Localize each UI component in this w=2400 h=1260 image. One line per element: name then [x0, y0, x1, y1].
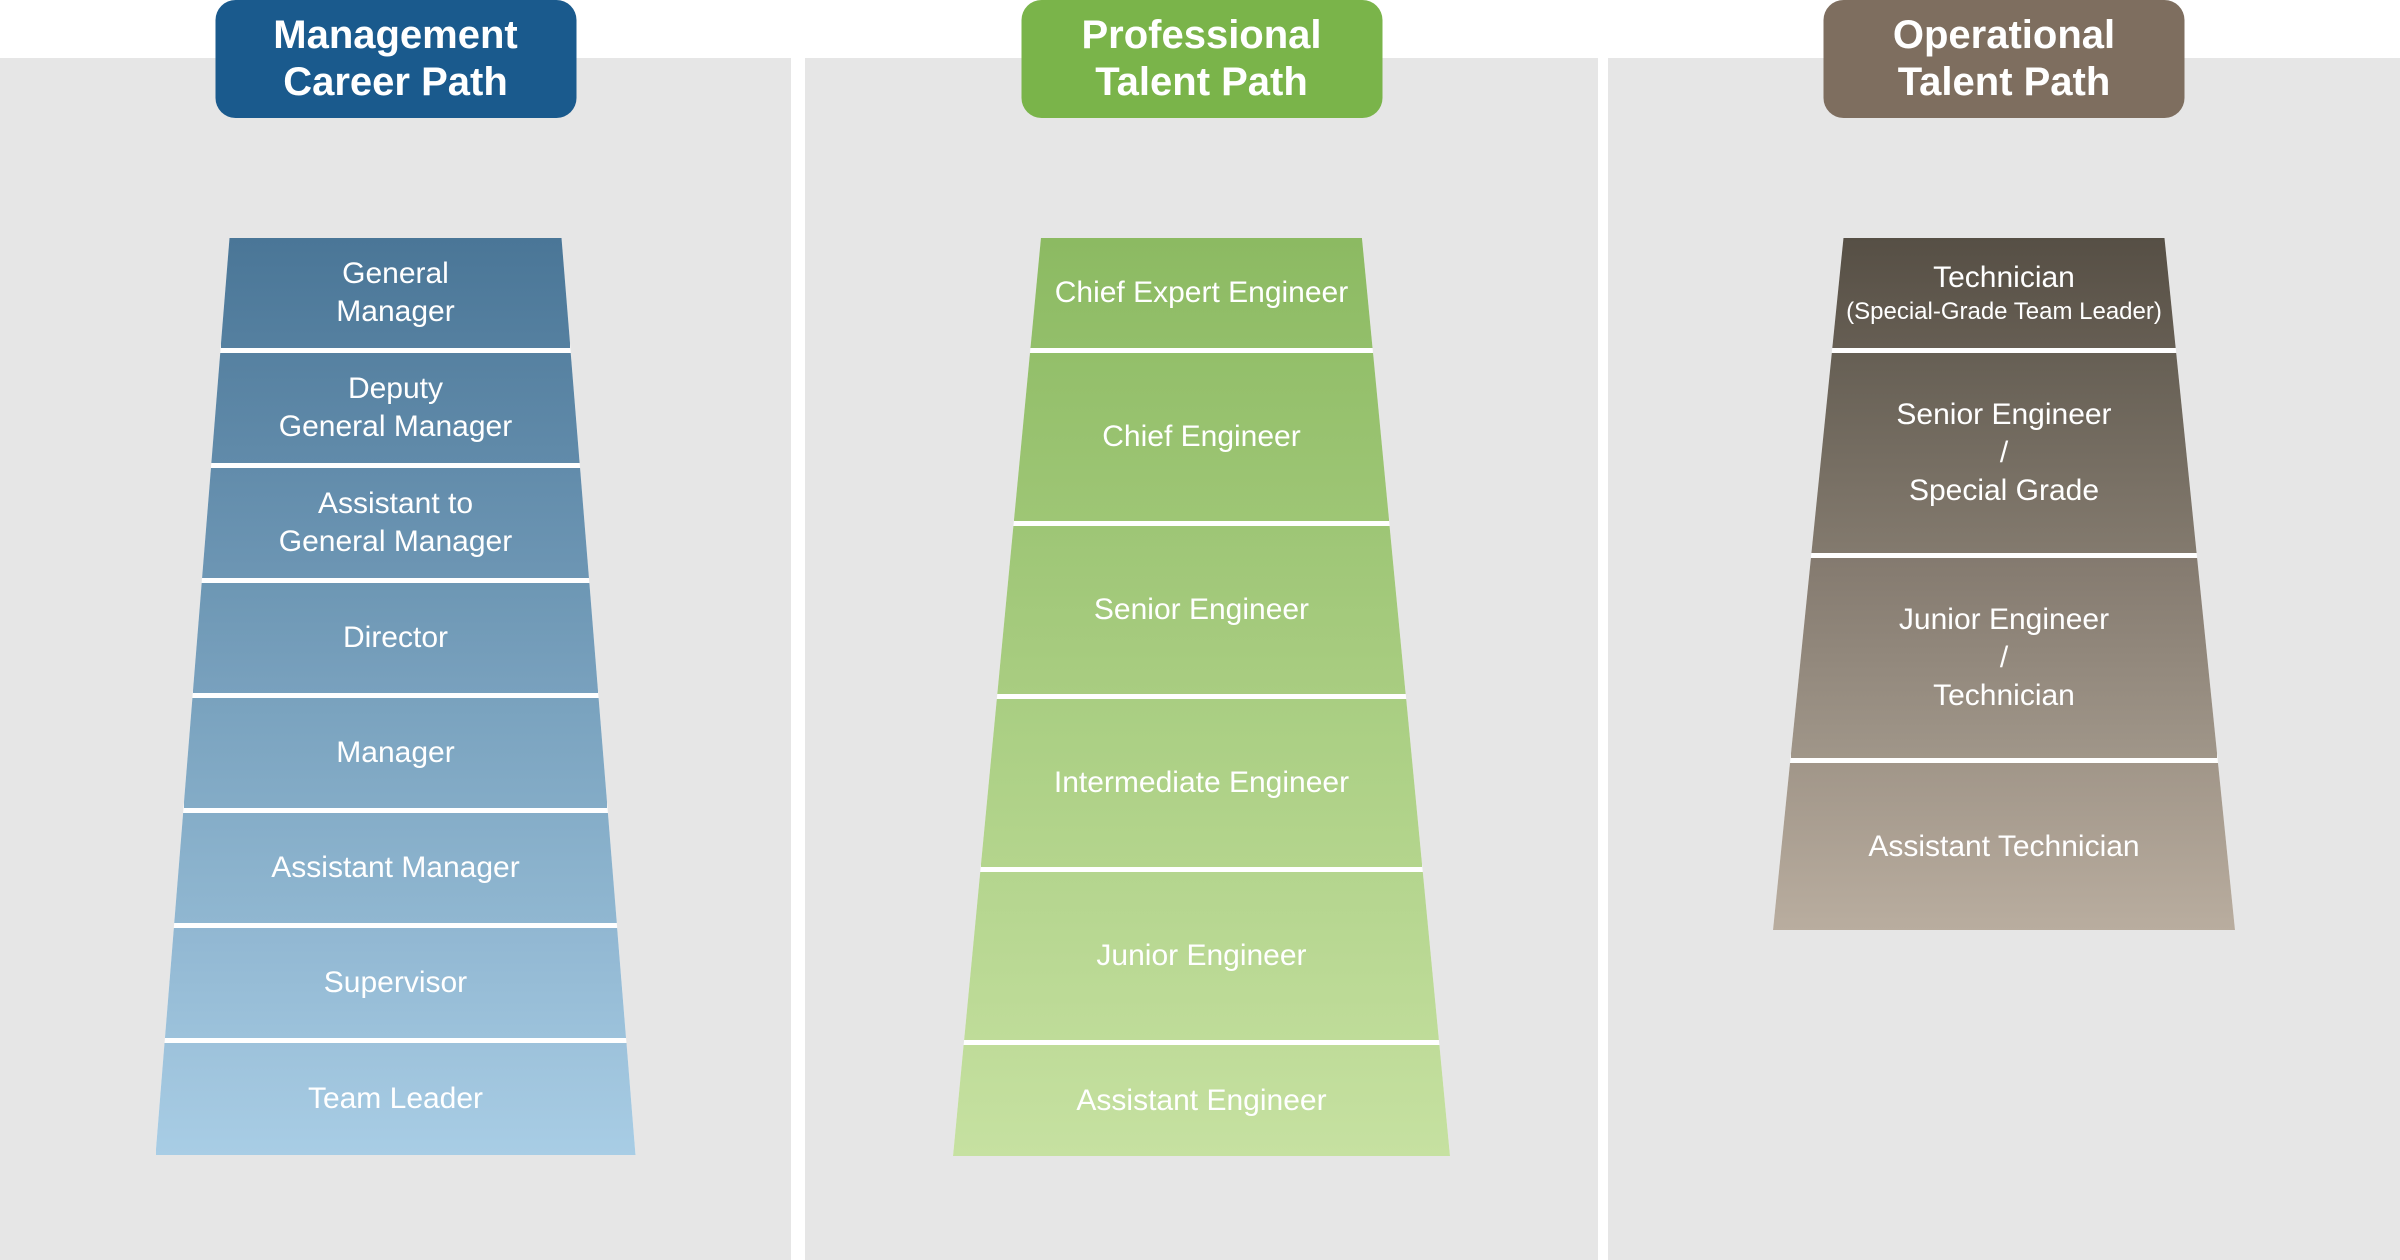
level-chief-engineer: Chief Engineer — [1013, 353, 1390, 521]
level-chief-expert-engineer: Chief Expert Engineer — [1030, 238, 1373, 348]
header-title-line: Talent Path — [1095, 60, 1308, 104]
level-label-line: Senior Engineer — [1896, 398, 2112, 431]
level-assistant-engineer: Assistant Engineer — [953, 1045, 1450, 1156]
level-manager: Manager — [183, 698, 608, 808]
level-junior-engineer-technician: Junior Engineer / Technician — [1790, 558, 2218, 758]
level-label-line: Assistant Manager — [271, 851, 520, 884]
level-label-line: General Manager — [278, 525, 513, 558]
header-title-line: Talent Path — [1897, 60, 2111, 104]
level-assistant-to-general-manager: Assistant to General Manager — [202, 468, 589, 578]
level-label-line: Supervisor — [323, 966, 468, 999]
level-label-line: Chief Engineer — [1102, 420, 1301, 453]
level-label-line: Team Leader — [307, 1082, 484, 1115]
level-label-line: General — [342, 257, 449, 290]
level-label-line: Deputy — [347, 372, 444, 405]
level-label-line: Technician — [1933, 261, 2075, 294]
level-label-line: Junior Engineer — [1898, 603, 2110, 636]
level-supervisor: Supervisor — [164, 928, 627, 1038]
level-label-line: / — [1999, 641, 2009, 674]
level-team-leader: Team Leader — [155, 1043, 636, 1155]
level-director: Director — [192, 583, 599, 693]
level-label-line: Junior Engineer — [1096, 939, 1307, 972]
level-senior-engineer: Senior Engineer — [997, 526, 1406, 694]
level-label-line: / — [1999, 436, 2009, 469]
level-label-line: Special Grade — [1908, 474, 2100, 507]
level-label-line: Assistant Engineer — [1076, 1083, 1327, 1117]
level-label-line: Intermediate Engineer — [1053, 766, 1350, 799]
level-label-line: Director — [342, 621, 448, 654]
level-label-line: Chief Expert Engineer — [1054, 276, 1349, 309]
level-assistant-technician: Assistant Technician — [1773, 763, 2235, 930]
header-title-line: Management — [273, 13, 518, 57]
level-technician-special-grade-team-leader: Technician (Special-Grade Team Leader) — [1832, 238, 2176, 348]
level-senior-engineer-special-grade: Senior Engineer / Special Grade — [1811, 353, 2197, 553]
level-label-line: Manager — [336, 736, 455, 769]
level-junior-engineer: Junior Engineer — [964, 872, 1439, 1040]
level-label-line: Assistant to — [317, 487, 474, 520]
level-label-line: General Manager — [278, 410, 513, 443]
level-label-line: Technician — [1933, 679, 2075, 712]
level-intermediate-engineer: Intermediate Engineer — [980, 699, 1422, 867]
level-label-line: Senior Engineer — [1093, 593, 1310, 626]
header-title-line: Career Path — [283, 60, 508, 104]
header-title-line: Professional — [1081, 13, 1322, 57]
level-label-line: Assistant Technician — [1868, 829, 2140, 863]
level-assistant-manager: Assistant Manager — [174, 813, 617, 923]
level-label-line: Manager — [336, 295, 455, 328]
header-title-line: Operational — [1892, 13, 2116, 57]
level-label-line: (Special-Grade Team Leader) — [1846, 298, 2162, 325]
